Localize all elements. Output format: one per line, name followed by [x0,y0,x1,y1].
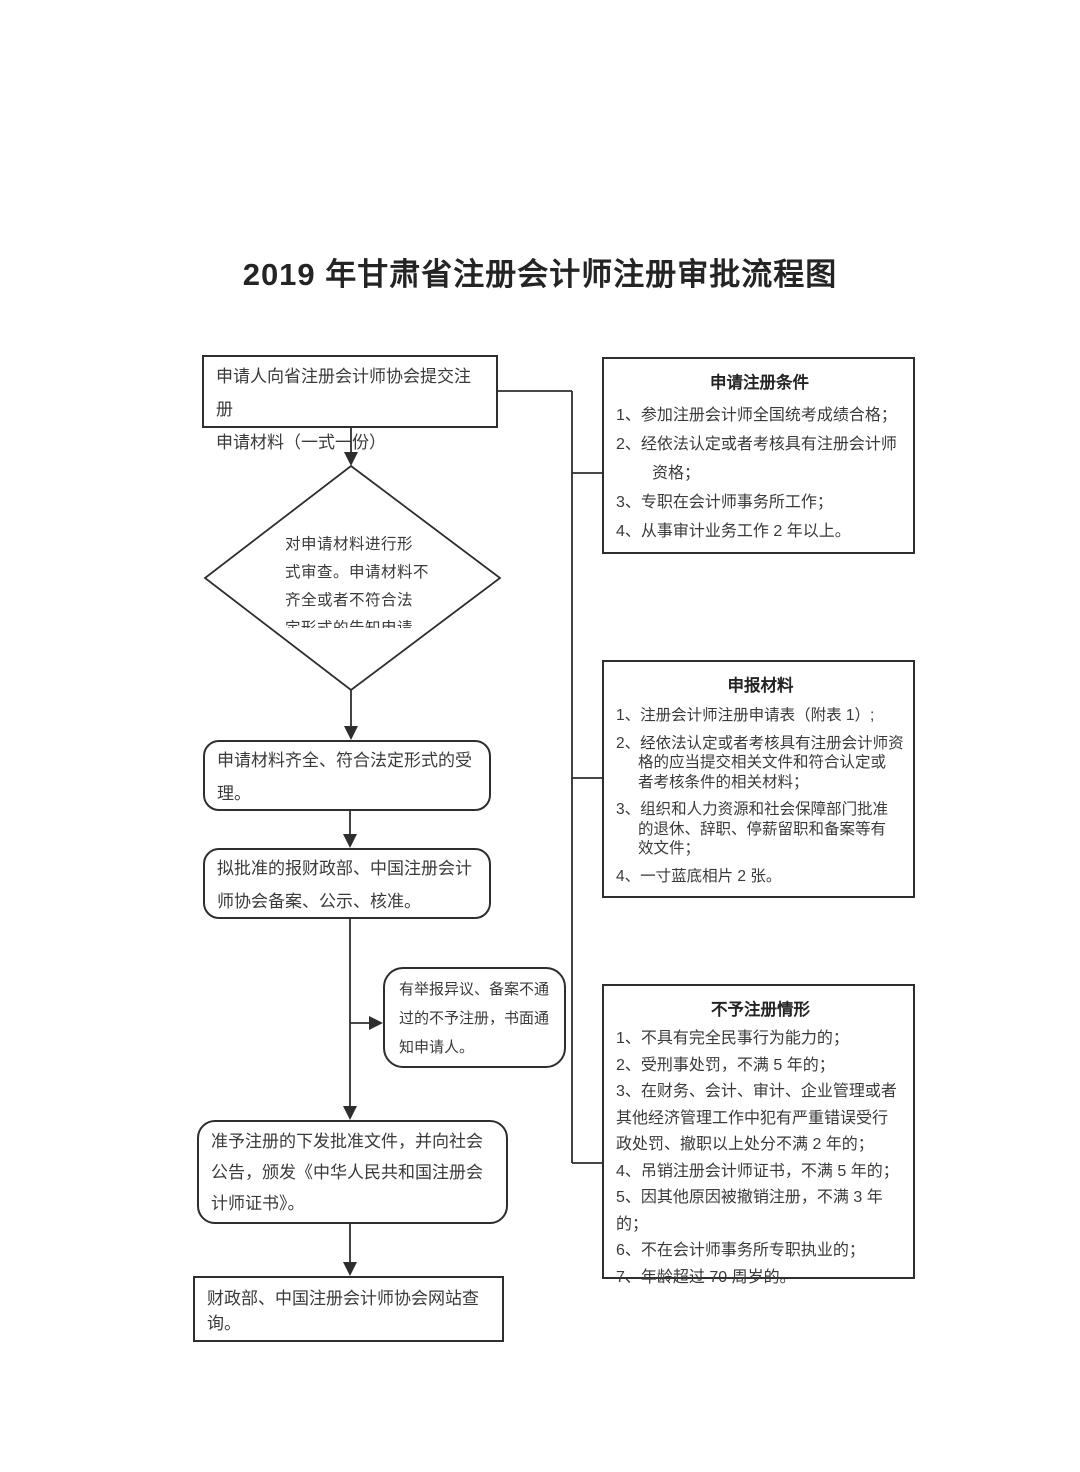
panel-title: 申报材料 [727,677,794,695]
rejection-notice-box: 有举报异议、备案不通 过的不予注册，书面通 知申请人。 [383,967,566,1068]
website-query-text: 财政部、中国注册会计师协会网站查询。 [207,1289,479,1333]
panel-item: 4、从事审计业务工作 2 年以上。 [616,523,851,540]
panel-item: 7、年龄超过 70 周岁的。 [616,1268,796,1286]
arrowhead-down-icon [343,1106,357,1120]
panel-items: 1、参加注册会计师全国统考成绩合格； 2、经依法认定或者考核具有注册会计师 资格；… [616,401,903,546]
arrowhead-down-icon [343,1262,357,1276]
panel-item: 1、参加注册会计师全国统考成绩合格； [616,407,897,424]
panel-item: 6、不在会计师事务所专职执业的； [616,1242,865,1259]
panel-item: 3、在财务、会计、审计、企业管理或者 其他经济管理工作中犯有严重错误受行 政处罚… [616,1083,897,1153]
panel-title: 申请注册条件 [710,374,809,392]
submit-application-box: 申请人向省注册会计师协会提交注册 申请材料（一式一份） [202,355,498,452]
panel-registration-conditions: 申请注册条件 1、参加注册会计师全国统考成绩合格； 2、经依法认定或者考核具有注册… [602,357,915,554]
panel-item: 3、组织和人力资源和社会保障部门批准 的退休、辞职、停薪留职和备案等有 效文件； [616,801,889,857]
arrowhead-right-icon [369,1016,383,1030]
formal-review-diamond-text: 对申请材料进行形 式审查。申请材料不 齐全或者不符合法 定形式的告知申请 [285,536,430,628]
panel-item: 2、受刑事处罚，不满 5 年的； [616,1056,835,1074]
arrowhead-down-icon [343,834,357,848]
panel-item: 3、专职在会计师事务所工作； [616,494,833,511]
panel-application-materials: 申报材料 1、注册会计师注册申请表（附表 1）; 2、经依法认定或者考核具有注册会… [602,660,915,898]
panel-item: 2、经依法认定或者考核具有注册会计师资 格的应当提交相关文件和符合认定或 者考核… [616,734,904,791]
panel-rejection-situations: 不予注册情形 1、不具有完全民事行为能力的； 2、受刑事处罚，不满 5 年的； 3、… [602,984,915,1286]
panel-item: 4、一寸蓝底相片 2 张。 [616,867,782,885]
acceptance-box: 申请材料齐全、符合法定形式的受 理。 [203,740,491,811]
arrowhead-down-icon [344,726,358,740]
arrowhead-down-icon [344,452,358,466]
panel-item: 4、吊销注册会计师证书，不满 5 年的； [616,1162,899,1180]
panel-item: 5、因其他原因被撤销注册，不满 3 年的； [616,1189,883,1233]
page-title: 2019 年甘肃省注册会计师注册审批流程图 [242,257,838,292]
website-query-box: 财政部、中国注册会计师协会网站查询。 [193,1276,504,1342]
panel-item: 1、注册会计师注册申请表（附表 1）; [616,707,875,724]
panel-items: 1、不具有完全民事行为能力的； 2、受刑事处罚，不满 5 年的； 3、在财务、会计、… [616,1026,905,1291]
certificate-issuance-box: 准予注册的下发批准文件，并向社会 公告，颁发《中华人民共和国注册会 计师证书》。 [197,1120,508,1224]
filing-approval-box: 拟批准的报财政部、中国注册会计 师协会备案、公示、核准。 [203,848,491,919]
panel-item: 2、经依法认定或者考核具有注册会计师 资格； [616,436,897,482]
panel-title: 不予注册情形 [711,1001,810,1019]
panel-item: 1、不具有完全民事行为能力的； [616,1030,849,1047]
panel-items: 1、注册会计师注册申请表（附表 1）; 2、经依法认定或者考核具有注册会计师资 格… [616,706,905,886]
